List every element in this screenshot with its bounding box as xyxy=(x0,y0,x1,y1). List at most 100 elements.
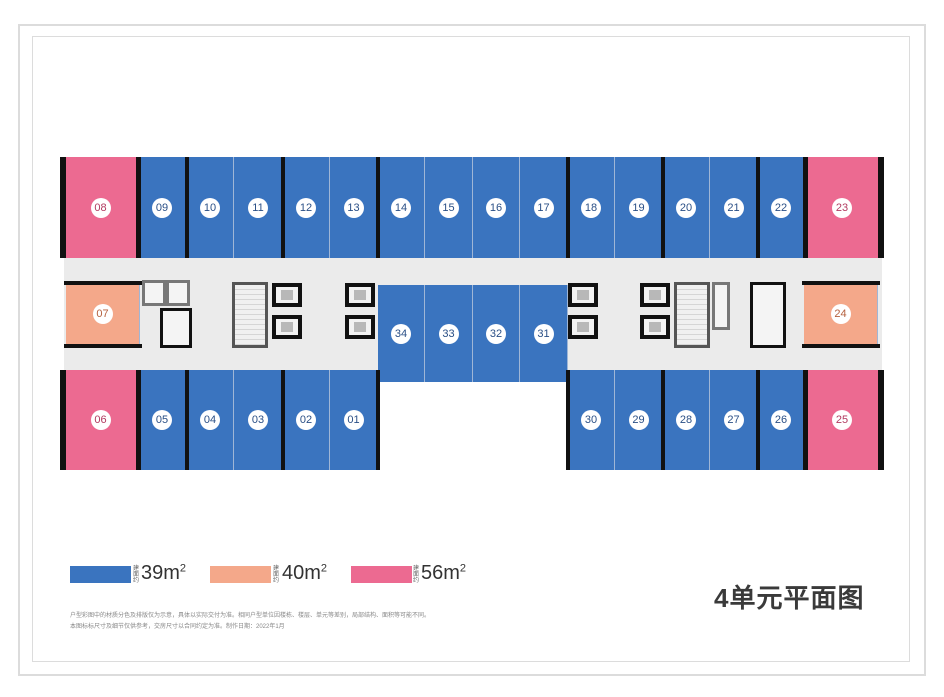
wall xyxy=(64,281,142,285)
unit-20[interactable]: 20 xyxy=(663,157,710,258)
unit-11[interactable]: 11 xyxy=(234,157,283,258)
staircase xyxy=(232,282,268,348)
unit-number: 03 xyxy=(248,410,268,430)
wall xyxy=(566,370,570,470)
legend-area-sup: 2 xyxy=(179,562,187,575)
wall xyxy=(803,370,808,470)
unit-14[interactable]: 14 xyxy=(378,157,425,258)
unit-32[interactable]: 32 xyxy=(473,285,520,382)
unit-number: 12 xyxy=(296,197,316,218)
elevator-icon xyxy=(568,315,598,339)
utility-room xyxy=(750,282,786,348)
unit-number: 09 xyxy=(152,197,172,218)
disclaimer-line-1: 户型彩图中的材质分色及排版仅为示意，具体以实际交付为准。相同户型单位因楼栋、楼层… xyxy=(70,613,431,619)
unit-10[interactable]: 10 xyxy=(187,157,234,258)
wall xyxy=(802,344,880,348)
unit-29[interactable]: 29 xyxy=(615,370,663,470)
unit-31[interactable]: 31 xyxy=(520,285,568,382)
unit-13[interactable]: 13 xyxy=(330,157,378,258)
shaft-room xyxy=(712,282,730,330)
wall xyxy=(566,157,570,258)
unit-number: 27 xyxy=(723,410,744,430)
unit-number: 06 xyxy=(90,410,111,430)
unit-21[interactable]: 21 xyxy=(710,157,758,258)
unit-25[interactable]: 25 xyxy=(805,370,880,470)
elevator-icon xyxy=(640,283,670,307)
unit-15[interactable]: 15 xyxy=(425,157,473,258)
unit-number: 26 xyxy=(771,410,791,430)
unit-number: 01 xyxy=(343,410,364,430)
unit-number: 14 xyxy=(391,197,411,218)
legend-label: 建面约 xyxy=(133,566,140,584)
wall xyxy=(661,157,665,258)
unit-08[interactable]: 08 xyxy=(64,157,138,258)
unit-04[interactable]: 04 xyxy=(187,370,234,470)
unit-34[interactable]: 34 xyxy=(378,285,425,382)
legend-swatch-orange xyxy=(210,566,271,583)
unit-05[interactable]: 05 xyxy=(138,370,187,470)
unit-12[interactable]: 12 xyxy=(283,157,330,258)
inner-frame xyxy=(32,36,910,662)
unit-28[interactable]: 28 xyxy=(663,370,710,470)
unit-18[interactable]: 18 xyxy=(568,157,615,258)
unit-19[interactable]: 19 xyxy=(615,157,663,258)
wall xyxy=(803,157,808,258)
elevator-icon xyxy=(272,283,302,307)
outer-frame xyxy=(18,24,926,676)
unit-26[interactable]: 26 xyxy=(758,370,805,470)
unit-number: 28 xyxy=(676,410,696,430)
unit-number: 10 xyxy=(200,197,220,218)
unit-02[interactable]: 02 xyxy=(283,370,330,470)
unit-33[interactable]: 33 xyxy=(425,285,473,382)
wall xyxy=(60,370,66,470)
unit-06[interactable]: 06 xyxy=(64,370,138,470)
unit-number: 18 xyxy=(581,197,601,218)
legend-area: 56m2 xyxy=(421,562,466,585)
elevator-icon xyxy=(345,283,375,307)
unit-01[interactable]: 01 xyxy=(330,370,378,470)
unit-17[interactable]: 17 xyxy=(520,157,568,258)
wall xyxy=(756,370,760,470)
equipment-room xyxy=(160,308,192,348)
legend-swatch-blue xyxy=(70,566,131,583)
unit-16[interactable]: 16 xyxy=(473,157,520,258)
staircase xyxy=(674,282,710,348)
wall xyxy=(376,370,380,470)
elevator-icon xyxy=(345,315,375,339)
unit-30[interactable]: 30 xyxy=(568,370,615,470)
unit-number: 33 xyxy=(438,323,459,344)
wall xyxy=(661,370,665,470)
unit-number: 08 xyxy=(90,197,111,218)
elevator-icon xyxy=(272,315,302,339)
unit-number: 32 xyxy=(486,323,506,344)
utility-room xyxy=(166,280,190,306)
wall xyxy=(878,157,884,258)
unit-number: 04 xyxy=(200,410,220,430)
unit-number: 13 xyxy=(343,197,364,218)
unit-number: 23 xyxy=(832,197,852,218)
legend-area-sup: 2 xyxy=(459,562,467,575)
legend-area-value: 40m xyxy=(282,562,321,584)
legend-area-value: 39m xyxy=(141,562,180,584)
unit-number: 05 xyxy=(152,410,172,430)
floor-plan: 08 09 10 11 12 13 14 15 16 17 18 19 20 2… xyxy=(60,150,888,480)
unit-07[interactable]: 07 xyxy=(66,283,140,345)
unit-number: 31 xyxy=(533,323,554,344)
elevator-icon xyxy=(568,283,598,307)
unit-number: 29 xyxy=(628,410,649,430)
unit-03[interactable]: 03 xyxy=(234,370,283,470)
unit-24[interactable]: 24 xyxy=(804,283,878,345)
wall xyxy=(376,157,380,258)
utility-room xyxy=(142,280,166,306)
unit-number: 17 xyxy=(533,197,554,218)
unit-22[interactable]: 22 xyxy=(758,157,805,258)
unit-number: 02 xyxy=(296,410,316,430)
disclaimer-line-2: 本图标标尺寸及细节仅供参考，交房尺寸以合同约定为准。制作日期：2022年1月 xyxy=(70,624,285,630)
unit-number: 22 xyxy=(771,197,791,218)
legend-label: 建面约 xyxy=(413,566,420,584)
unit-09[interactable]: 09 xyxy=(138,157,187,258)
wall xyxy=(136,370,141,470)
wall xyxy=(185,157,189,258)
unit-27[interactable]: 27 xyxy=(710,370,758,470)
unit-23[interactable]: 23 xyxy=(805,157,880,258)
